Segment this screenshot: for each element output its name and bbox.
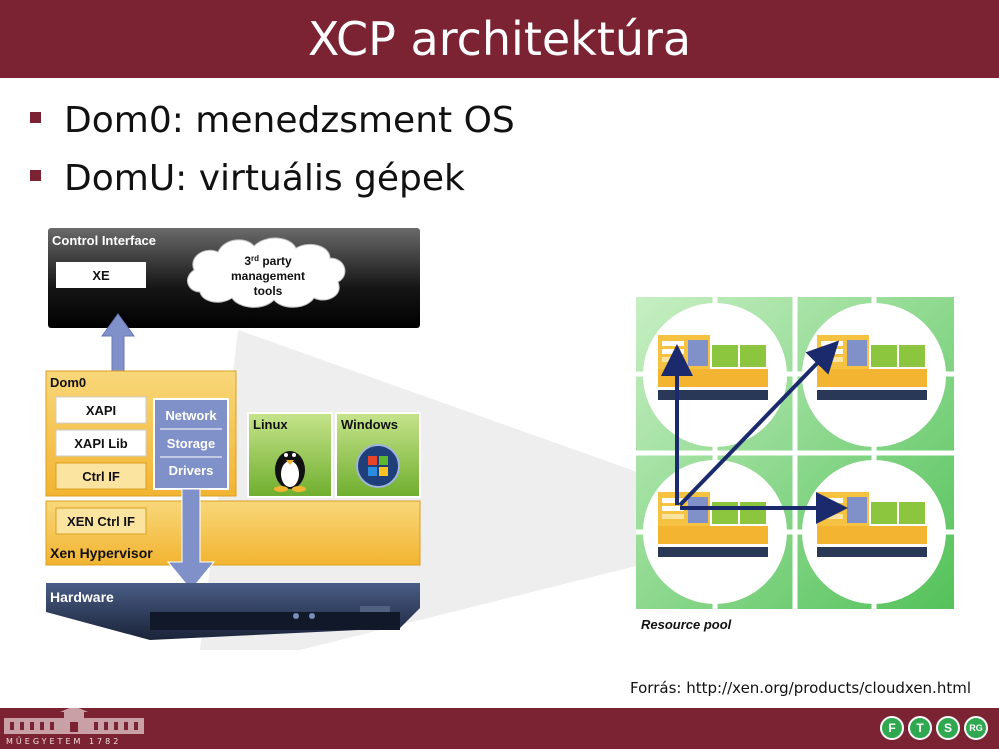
migration-arrow-diagonal <box>678 340 840 507</box>
cloud-text-2: management <box>231 269 305 283</box>
bullet-square-icon <box>30 170 41 181</box>
ftsrg-logo-t-icon: T <box>908 716 932 740</box>
university-building-icon <box>4 708 144 734</box>
xen-hypervisor-label: Xen Hypervisor <box>50 545 153 561</box>
dom0-label: Dom0 <box>50 375 86 390</box>
control-interface-box: Control Interface XE 3rd party managemen… <box>48 228 420 328</box>
xapi-box <box>55 396 147 424</box>
bullet-square-icon <box>30 112 41 123</box>
cloud-text-3: tools <box>254 284 283 298</box>
resource-pool-label: Resource pool <box>641 617 732 632</box>
source-citation: Forrás: http://xen.org/products/cloudxen… <box>630 679 971 697</box>
xen-ctrl-if-label: XEN Ctrl IF <box>67 514 135 529</box>
windows-logo-icon <box>356 444 400 488</box>
xen-ctrl-if-box <box>55 507 147 535</box>
tux-penguin-icon <box>274 451 306 492</box>
bullet-text: DomU: virtuális gépek <box>64 158 465 199</box>
hardware-box: Hardware <box>46 583 420 640</box>
mini-host <box>658 492 768 557</box>
cloud-text-1: 3rd party <box>244 254 292 268</box>
network-label: Network <box>165 408 217 423</box>
ftsrg-logo-f-icon: F <box>880 716 904 740</box>
windows-vm-box: Windows <box>335 412 421 498</box>
linux-vm-box: Linux <box>247 412 333 498</box>
xe-label: XE <box>92 268 110 283</box>
cloud-shape <box>186 237 346 308</box>
university-name: MŰEGYETEM 1782 <box>6 737 122 746</box>
ftsrg-logo-rg-icon: RG <box>964 716 988 740</box>
footer-bar: MŰEGYETEM 1782 F T S RG <box>0 708 999 749</box>
xe-box <box>56 262 146 288</box>
projection-shadow <box>200 330 660 650</box>
title-bar <box>0 0 999 78</box>
resource-pool: Resource pool <box>636 297 954 632</box>
ctrl-if-label: Ctrl IF <box>82 469 120 484</box>
ctrl-if-box <box>55 462 147 490</box>
hardware-label: Hardware <box>50 589 114 605</box>
xapi-lib-box <box>55 429 147 457</box>
ftsrg-logo-s-icon: S <box>936 716 960 740</box>
xapi-label: XAPI <box>86 403 116 418</box>
bullet-text: Dom0: menedzsment OS <box>64 100 515 141</box>
linux-label: Linux <box>253 417 288 432</box>
xapi-lib-label: XAPI Lib <box>74 436 128 451</box>
drivers-label: Drivers <box>169 463 214 478</box>
control-interface-label: Control Interface <box>52 233 156 248</box>
driver-domain: Network Storage Drivers <box>153 398 229 591</box>
slide-title: XCP architektúra <box>307 12 692 66</box>
down-arrow <box>166 488 216 591</box>
windows-label: Windows <box>341 417 398 432</box>
xen-hypervisor-box: XEN Ctrl IF Xen Hypervisor <box>45 500 421 566</box>
storage-label: Storage <box>167 436 215 451</box>
mini-host <box>817 335 927 400</box>
